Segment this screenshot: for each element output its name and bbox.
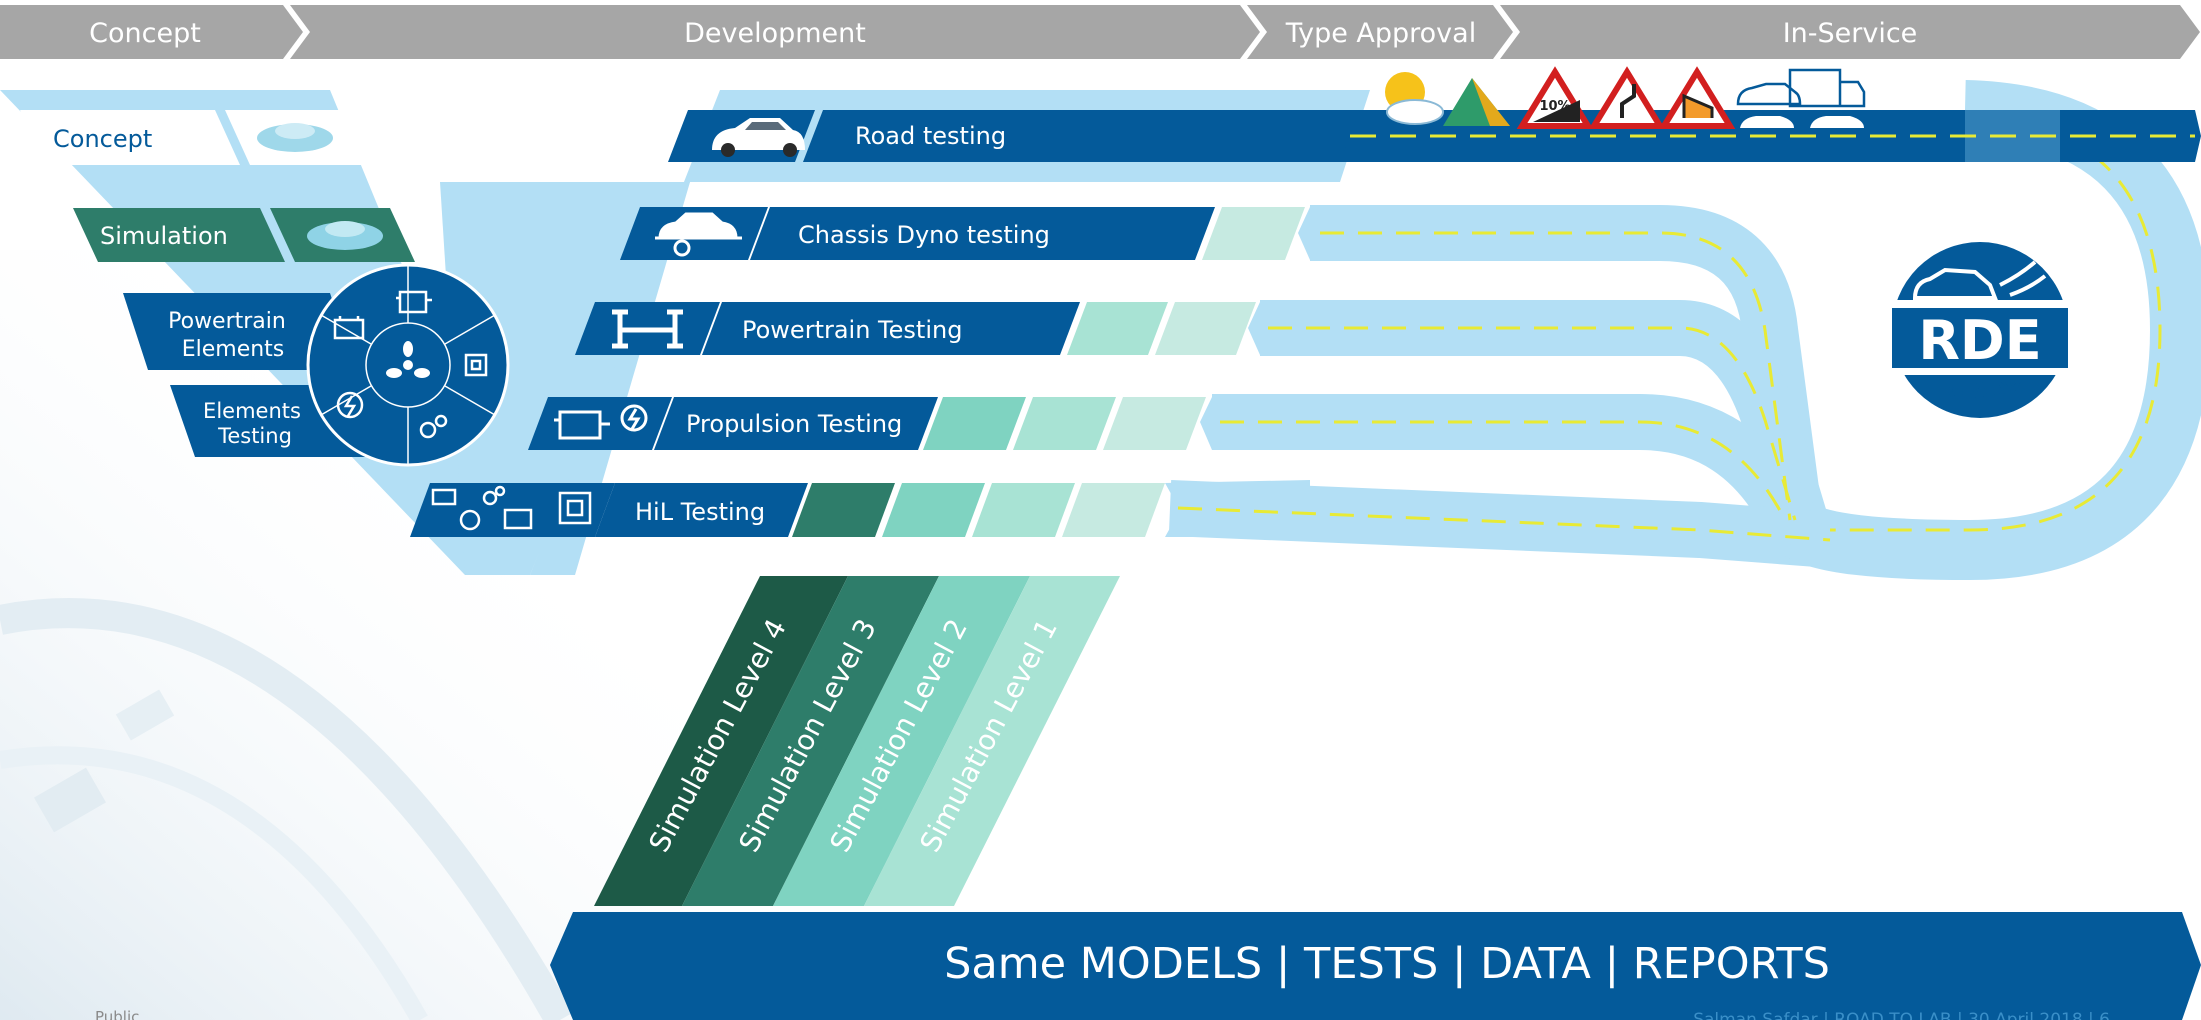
propulsion-sim-block-1 xyxy=(923,397,1026,450)
chassis-dyno-icon xyxy=(655,212,742,257)
fan-icon xyxy=(386,341,430,378)
propulsion-sim-block-2 xyxy=(1013,397,1116,450)
phase-type-approval xyxy=(1247,5,1513,59)
road-testing-bar xyxy=(803,110,1365,162)
sim-level-4-block xyxy=(594,576,848,906)
phase-concept-label: Concept xyxy=(89,18,201,49)
engine-electric-icon xyxy=(554,404,648,440)
ready-label: READY xyxy=(1939,379,2022,404)
concept-label: Concept xyxy=(53,125,152,153)
banner-text: Same MODELS | TESTS | DATA | REPORTS xyxy=(944,939,1830,989)
powertrain-wheel xyxy=(306,263,510,467)
hil-sim-block-3 xyxy=(972,483,1075,537)
phase-development xyxy=(290,5,1260,59)
bend-sign-icon xyxy=(1588,66,1666,129)
powertrain-sim-block-1 xyxy=(1067,302,1168,355)
chassis-testing-label: Chassis Dyno testing xyxy=(798,221,1050,249)
propulsion-testing-bar xyxy=(654,397,938,450)
propulsion-testing-label: Propulsion Testing xyxy=(686,410,902,438)
footer-credit: Salman Safdar | ROAD TO LAB | 30 April 2… xyxy=(1693,1010,2110,1020)
elements-testing-label-1: Elements xyxy=(203,399,301,423)
test-rows: Road testing Chassis Dyno testing Powert… xyxy=(410,110,1365,537)
hil-testing-label: HiL Testing xyxy=(635,498,765,526)
powertrain-elements-label-1: Powertrain xyxy=(168,309,286,334)
sim-level-1-block xyxy=(864,576,1120,906)
hil-components-icon xyxy=(431,485,592,531)
concept-box xyxy=(20,110,240,165)
simulation-levels: Simulation Level 4 Simulation Level 3 Si… xyxy=(594,576,1120,906)
wind-sign-icon xyxy=(1658,66,1736,129)
rde-ready-badge: RDE READY xyxy=(1885,235,2075,425)
axle-icon xyxy=(612,309,683,349)
electric-motor-icon xyxy=(336,391,364,419)
road-testing-label: Road testing xyxy=(855,122,1006,150)
left-stack: Concept Simulation Powertrain Elements E… xyxy=(20,110,510,467)
phase-concept xyxy=(0,5,303,59)
chip-icon xyxy=(464,353,488,377)
sim-level-2-block xyxy=(773,576,1030,906)
phase-in-service xyxy=(1500,5,2200,59)
powertrain-testing-label: Powertrain Testing xyxy=(742,316,962,344)
hil-sim-block-2 xyxy=(882,483,985,537)
powertrain-elements-label-2: Elements xyxy=(182,337,285,362)
footer: Public Salman Safdar | ROAD TO LAB | 30 … xyxy=(95,1008,2110,1020)
weather-sun-cloud-icon xyxy=(1385,72,1444,125)
road-conditions: 10% xyxy=(1385,66,1866,129)
gradient-sign-text: 10% xyxy=(1539,99,1570,114)
hil-testing-bar xyxy=(595,483,808,537)
sim-level-3-block xyxy=(682,576,939,906)
phase-development-label: Development xyxy=(684,18,866,49)
hil-sim-block-1 xyxy=(792,483,895,537)
chassis-testing-bar xyxy=(750,207,1215,260)
simulation-box xyxy=(73,208,285,262)
propulsion-sim-block-3 xyxy=(1103,397,1206,450)
rde-car-icon xyxy=(1912,260,2047,300)
chassis-sim-block-1 xyxy=(1202,207,1305,260)
elements-testing-label-2: Testing xyxy=(217,424,292,448)
simulation-label: Simulation xyxy=(100,222,228,250)
mountain-icon xyxy=(1443,78,1510,126)
engine-icon xyxy=(396,290,432,314)
hil-sim-block-4 xyxy=(1062,483,1165,537)
footer-classification: Public xyxy=(95,1008,139,1020)
gradient-sign-icon: 10% xyxy=(1516,66,1594,129)
gears-icon xyxy=(419,414,448,439)
powertrain-sim-block-2 xyxy=(1155,302,1256,355)
powertrain-testing-bar xyxy=(702,302,1080,355)
phase-type-approval-label: Type Approval xyxy=(1285,18,1476,49)
phase-bar: Concept Development Type Approval In-Ser… xyxy=(0,5,2200,59)
traffic-vehicles-icon xyxy=(1736,68,1866,128)
rde-label: RDE xyxy=(1918,309,2041,372)
battery-icon xyxy=(333,316,365,340)
powertrain-elements-box xyxy=(123,293,355,370)
phase-in-service-label: In-Service xyxy=(1783,18,1918,49)
bottom-banner: Same MODELS | TESTS | DATA | REPORTS xyxy=(550,912,2201,1020)
car-icon xyxy=(712,118,805,157)
